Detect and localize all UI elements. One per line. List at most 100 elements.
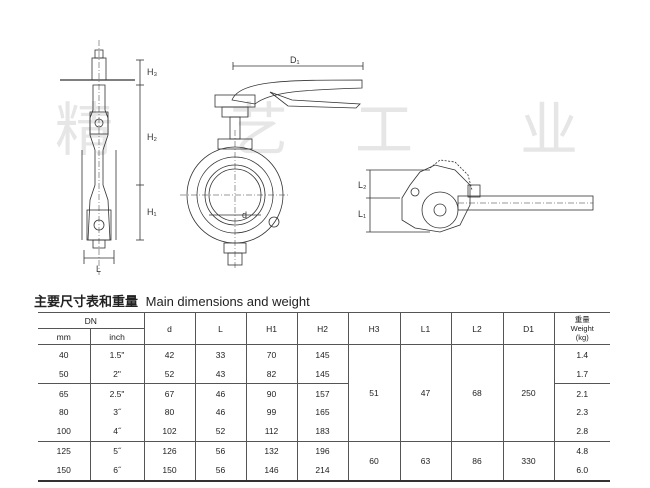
cell-weight: 2.8 (553, 421, 610, 442)
side-view (60, 40, 144, 275)
header-weight: 重量 Weight (kg) (553, 312, 610, 345)
header-h2: H2 (296, 312, 348, 345)
cell-h2: 157 (296, 383, 348, 403)
cell-mm: 80 (59, 407, 69, 418)
cell-mm: 125 (56, 446, 71, 457)
cell-inch: 6˝ (89, 460, 144, 483)
header-d1: D1 (502, 312, 554, 345)
cell-l1-group-b: 63 (399, 441, 451, 482)
cell-h2: 196 (296, 441, 348, 461)
watermark: 精 艺 工 业 (55, 96, 578, 164)
header-weight-zh: 重量 (574, 315, 590, 324)
cell-inch: 3˝ (89, 403, 144, 422)
table-row: 50 2" 52 43 82 145 1.7 (38, 364, 610, 384)
cell-d1-group-a: 250 (502, 344, 554, 442)
header-dn: DN (38, 312, 144, 329)
cell-weight: 1.7 (553, 364, 610, 384)
table-row: 125 5˝ 126 56 132 196 60 63 86 330 4.8 (38, 441, 610, 482)
cell-h2: 165 (296, 403, 348, 422)
cell-weight: 4.8 (553, 441, 610, 461)
dim-label-h2: H₂ (147, 132, 157, 142)
cell-mm: 40 (59, 349, 69, 360)
table-row: 100 4˝ 102 52 112 183 2.8 (38, 421, 610, 442)
cell-d: 42 (143, 344, 195, 364)
front-view (180, 62, 364, 270)
cell-h1: 90 (245, 383, 297, 403)
gear-handle-view (366, 159, 594, 233)
cell-inch: 1.5" (89, 344, 144, 364)
cell-d: 67 (143, 383, 195, 403)
cell-h1: 112 (245, 421, 297, 442)
technical-drawing: 精 艺 工 业 H₃ H₂ H₁ L (55, 40, 594, 275)
cell-weight: 1.4 (553, 344, 610, 364)
cell-h2: 214 (296, 460, 348, 483)
cell-l: 56 (194, 460, 246, 483)
dim-label-h3: H₃ (147, 67, 157, 77)
cell-d: 80 (143, 403, 195, 422)
cell-l: 43 (194, 364, 246, 384)
header-mm: mm (38, 328, 90, 345)
cell-h1: 132 (245, 441, 297, 461)
header-row-2: mm inch (38, 328, 610, 345)
dim-label-d: d (242, 210, 247, 220)
cell-l2-group-a: 68 (450, 344, 503, 442)
watermark-char-3: 工 (355, 96, 413, 164)
table-title-zh: 主要尺寸表和重量 (34, 294, 139, 309)
table-row: 80 3˝ 80 46 99 165 2.3 (38, 403, 610, 422)
cell-d: 102 (143, 421, 195, 442)
header-inch: inch (89, 328, 144, 345)
table-title-en: Main dimensions and weight (145, 294, 310, 309)
header-row-1: DN d L H1 H2 H3 L1 L2 D1 重量 Weight (kg) (38, 312, 610, 345)
cell-inch: 4˝ (89, 421, 144, 442)
cell-d: 150 (143, 460, 195, 483)
table-title: 主要尺寸表和重量 Main dimensions and weight (34, 291, 310, 310)
dim-label-l1: L₁ (358, 209, 366, 219)
cell-h2: 183 (296, 421, 348, 442)
watermark-char-4: 业 (520, 96, 578, 164)
cell-inch: 5˝ (89, 441, 144, 461)
table-row: 65 2.5" 67 46 90 157 2.1 (38, 383, 610, 403)
cell-mm: 150 (38, 460, 90, 483)
header-l1: L1 (399, 312, 451, 345)
dim-label-h1: H₁ (147, 207, 157, 217)
table-row: 150 6˝ 150 56 146 214 6.0 (38, 460, 610, 483)
header-weight-en: Weight (570, 324, 594, 333)
cell-l: 46 (194, 383, 246, 403)
cell-mm: 100 (38, 421, 90, 442)
cell-l2-group-b: 86 (450, 441, 503, 482)
cell-inch: 2" (89, 364, 144, 384)
cell-h3-group-a: 51 (347, 344, 400, 442)
watermark-char-1: 精 (55, 96, 113, 164)
cell-h1: 99 (245, 403, 297, 422)
dim-label-d1: D₁ (290, 55, 300, 65)
cell-h1: 70 (245, 344, 297, 364)
cell-l1-group-a: 47 (399, 344, 451, 442)
cell-weight: 2.3 (553, 403, 610, 422)
header-d: d (143, 312, 195, 345)
header-l: L (194, 312, 246, 345)
cell-weight: 2.1 (553, 383, 610, 403)
header-l2: L2 (450, 312, 503, 345)
cell-l: 52 (194, 421, 246, 442)
cell-h2: 145 (296, 344, 348, 364)
cell-h1: 82 (245, 364, 297, 384)
header-weight-unit: (kg) (575, 333, 589, 342)
cell-h2: 145 (296, 364, 348, 384)
cell-d1-group-b: 330 (502, 441, 554, 482)
cell-d: 126 (143, 441, 195, 461)
cell-mm: 65 (59, 388, 69, 399)
header-h1: H1 (245, 312, 297, 345)
cell-mm: 50 (38, 364, 90, 384)
dim-label-l2: L₂ (358, 180, 367, 190)
table-row: 40 1.5" 42 33 70 145 51 47 68 250 1.4 (38, 344, 610, 442)
cell-inch: 2.5" (89, 383, 144, 403)
cell-d: 52 (143, 364, 195, 384)
cell-l: 56 (194, 441, 246, 461)
cell-weight: 6.0 (553, 460, 610, 483)
dim-label-l-front: L (96, 264, 101, 274)
cell-h3-group-b: 60 (347, 441, 400, 482)
header-h3: H3 (347, 312, 400, 345)
dimensions-table: DN d L H1 H2 H3 L1 L2 D1 重量 Weight (kg) … (38, 312, 610, 483)
cell-l: 46 (194, 403, 246, 422)
cell-l: 33 (194, 344, 246, 364)
